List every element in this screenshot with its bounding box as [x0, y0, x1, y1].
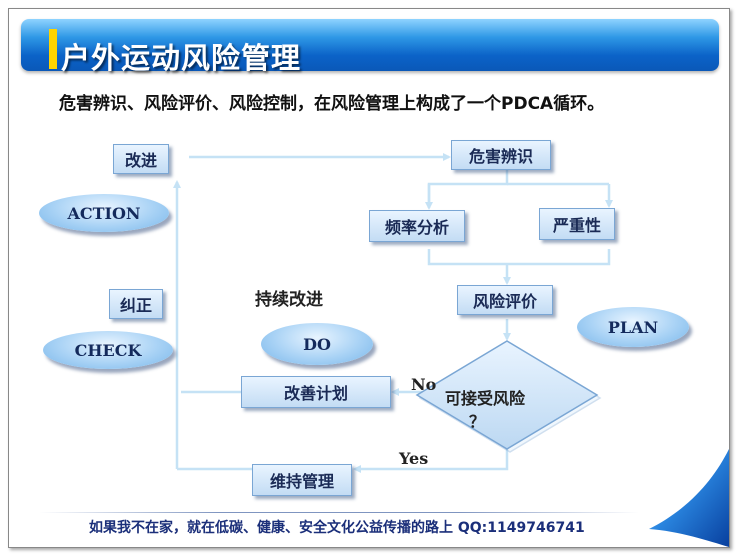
phase-plan: PLAN	[577, 307, 689, 347]
edge-label-yes: Yes	[399, 449, 429, 468]
merge-severity	[507, 249, 611, 266]
node-severity: 严重性	[539, 208, 615, 240]
slide: 户外运动风险管理 危害辨识、风险评价、风险控制，在风险管理上构成了一个PDCA循…	[8, 8, 730, 548]
node-improvement-plan: 改善计划	[241, 376, 391, 408]
edge-label-no: No	[411, 375, 437, 394]
node-improve: 改进	[113, 144, 169, 174]
page-title: 户外运动风险管理	[61, 41, 302, 75]
footer-text: 如果我不在家，就在低碳、健康、安全文化公益传播的路上 QQ:1149746741	[89, 520, 585, 536]
merge-frequency	[427, 249, 507, 266]
footer-divider	[39, 512, 639, 513]
phase-do: DO	[261, 323, 373, 365]
phase-action: ACTION	[39, 194, 169, 232]
phase-check: CHECK	[43, 331, 173, 369]
node-maintain-management: 维持管理	[252, 464, 352, 496]
node-risk-evaluation: 风险评价	[457, 285, 553, 315]
title-bar: 户外运动风险管理	[21, 19, 719, 75]
decision-label: 可接受风险	[445, 389, 526, 408]
decision-diamond	[415, 340, 602, 453]
node-hazard-identification: 危害辨识	[451, 140, 551, 170]
node-correct: 纠正	[109, 289, 163, 319]
subtitle: 危害辨识、风险评价、风险控制，在风险管理上构成了一个PDCA循环。	[59, 94, 605, 114]
page-curl	[649, 449, 729, 547]
continuous-improvement-label: 持续改进	[255, 290, 323, 310]
decision-question-mark: ？	[469, 412, 486, 431]
diagram-connectors	[173, 153, 613, 473]
arrow-yes-to-maintain	[353, 449, 509, 473]
node-frequency-analysis: 频率分析	[369, 210, 465, 242]
title-accent-bar	[49, 29, 57, 69]
